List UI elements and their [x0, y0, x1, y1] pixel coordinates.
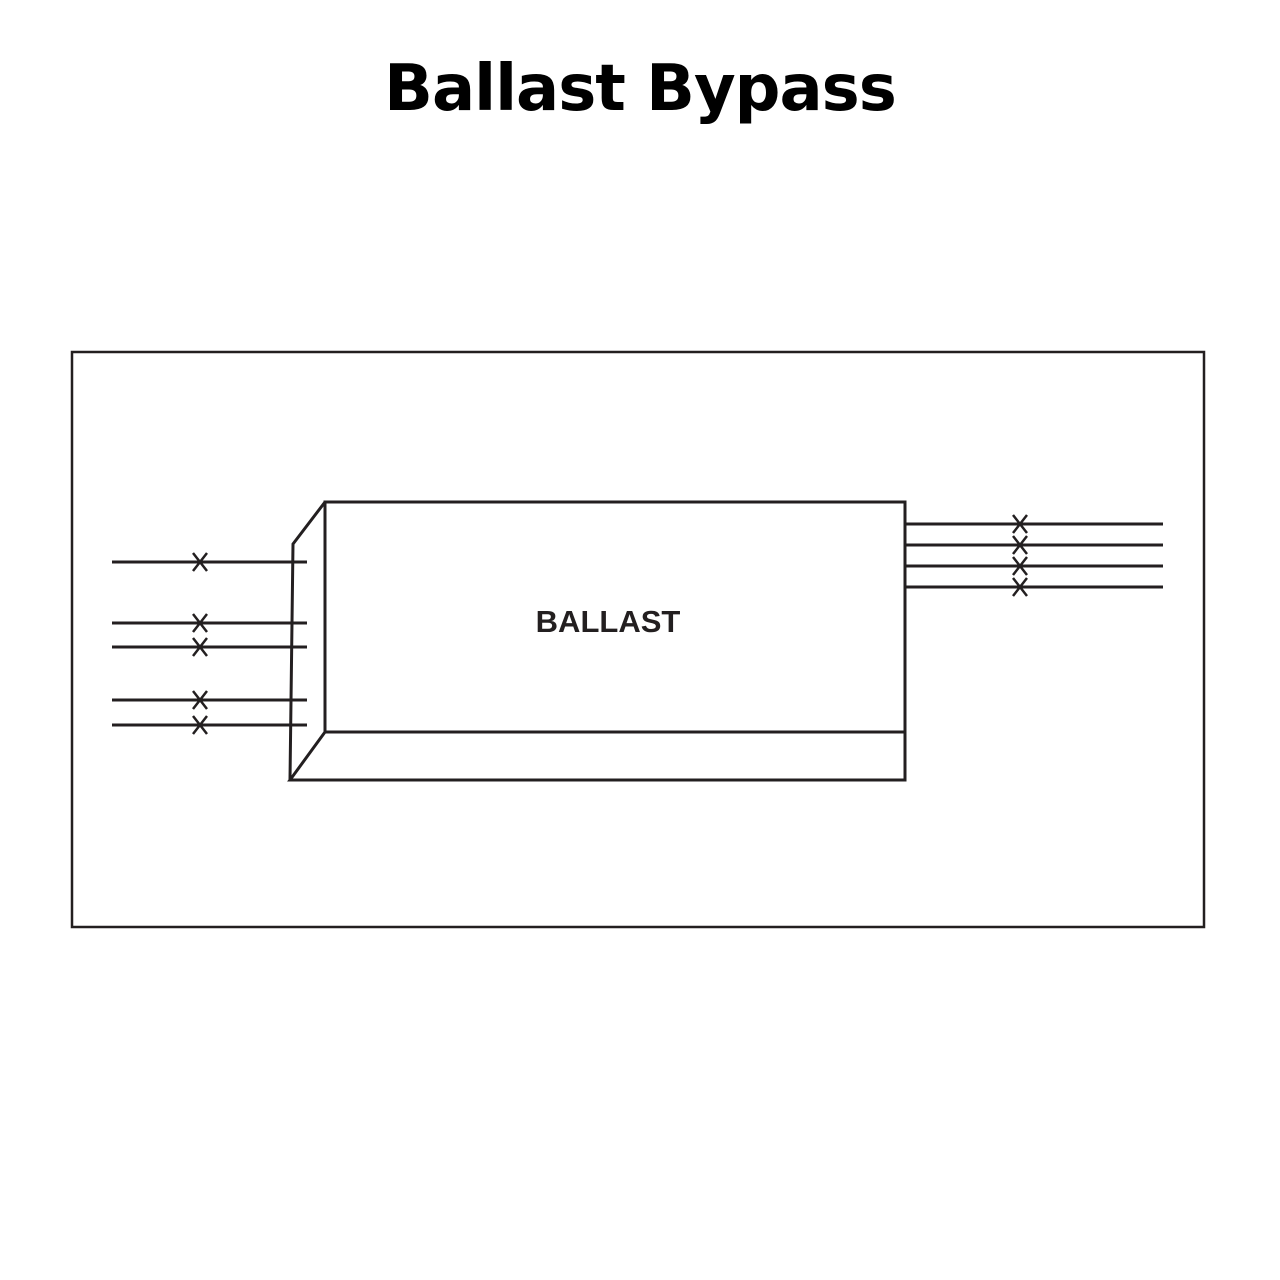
- ballast-front-face: [287, 730, 907, 782]
- input-cut-markers: [192, 552, 208, 735]
- cut-marker-x-icon: [192, 715, 208, 735]
- output-cut-markers: [1012, 514, 1028, 597]
- input-wires: [112, 560, 307, 727]
- cut-marker-x-icon: [1012, 535, 1028, 555]
- cut-marker-x-icon: [192, 613, 208, 633]
- output-wires: [905, 522, 1163, 589]
- ballast-box: [287, 500, 907, 782]
- cut-marker-x-icon: [192, 690, 208, 710]
- page-title: Ballast Bypass: [384, 52, 897, 126]
- cut-marker-x-icon: [192, 637, 208, 657]
- cut-marker-x-icon: [1012, 514, 1028, 534]
- cut-marker-x-icon: [192, 552, 208, 572]
- cut-marker-x-icon: [1012, 577, 1028, 597]
- diagram-frame: [70, 350, 1206, 929]
- cut-marker-x-icon: [1012, 556, 1028, 576]
- ballast-label: BALLAST: [536, 604, 681, 639]
